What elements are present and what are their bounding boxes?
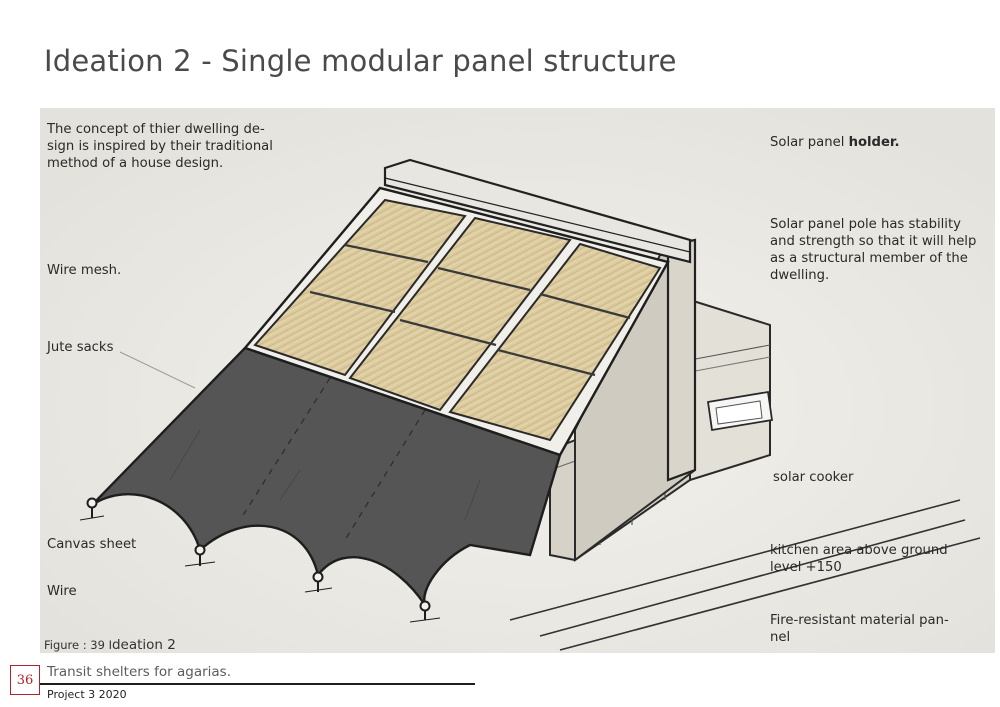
figure-caption: Figure : 39 Ideation 2 (44, 637, 176, 653)
solar-panel-holder-prefix: Solar panel (770, 135, 849, 150)
page-title: Ideation 2 - Single modular panel struct… (44, 44, 677, 78)
kitchen-area-note: kitchen area above ground level +150 (770, 543, 948, 575)
footer-divider (10, 683, 475, 685)
solar-cooker-label: solar cooker (773, 470, 854, 485)
solar-panel-holder (383, 158, 692, 264)
solar-panel-holder-bold: holder. (848, 135, 900, 150)
fire-resistant-note: Fire-resistant material pan- nel (770, 613, 949, 645)
footer-document-title: Transit shelters for agarias. (47, 664, 231, 680)
figure-label: Figure : 39 I (44, 638, 112, 652)
page-number: 36 (10, 665, 40, 695)
wire-mesh (309, 243, 631, 377)
concept-note: The concept of thier dwelling de- sign i… (47, 122, 273, 171)
wire-mesh-label: Wire mesh. (47, 263, 122, 278)
figure-name: deation 2 (111, 637, 176, 653)
wire-label: Wire (47, 584, 77, 599)
kitchen-block (689, 298, 774, 482)
canvas-sheet-label: Canvas sheet (47, 537, 137, 552)
jute-sacks-label: Jute sacks (47, 340, 114, 355)
footer-project: Project 3 2020 (47, 688, 127, 701)
solar-panel-holder-label: Solar panel holder. (770, 134, 900, 151)
solar-panel-pole (666, 238, 697, 482)
jute-panels (253, 198, 662, 442)
dwelling-sketch (40, 108, 995, 653)
solar-panel-pole-note: Solar panel pole has stability and stren… (770, 217, 977, 283)
wire-stakes (79, 497, 441, 623)
ground-lines (509, 499, 981, 651)
solar-cooker (706, 390, 774, 432)
